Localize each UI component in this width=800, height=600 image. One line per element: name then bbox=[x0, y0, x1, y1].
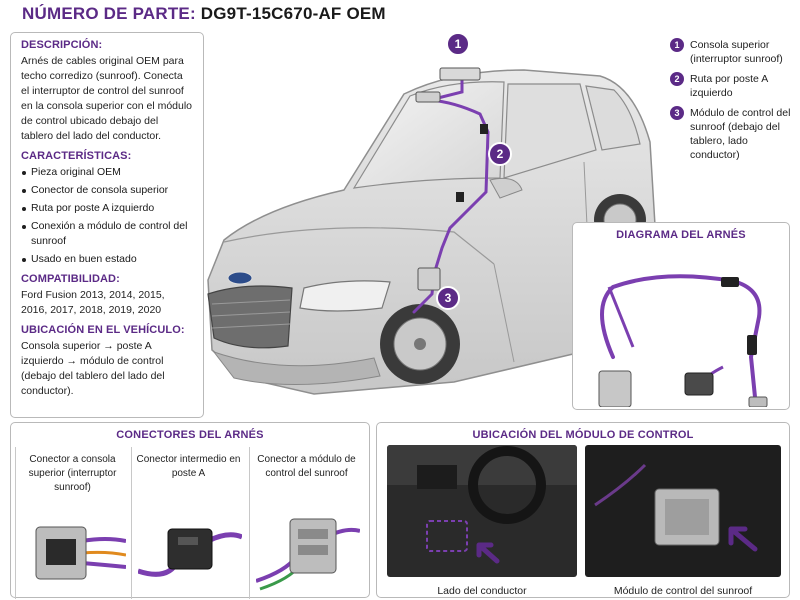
legend-item: 2 Ruta por poste A izquierdo bbox=[670, 72, 795, 100]
connector-image bbox=[35, 526, 126, 580]
car-image: 1 2 3 bbox=[207, 32, 657, 395]
svg-text:2: 2 bbox=[497, 147, 504, 161]
legend-item: 3 Módulo de control del sunroof (debajo … bbox=[670, 106, 795, 162]
vehicle-location-title: UBICACIÓN EN EL VEHÍCULO: bbox=[21, 324, 185, 336]
compatibility-text: Ford Fusion 2013, 2014, 2015, 2016, 2017… bbox=[21, 289, 165, 316]
harness-diagram-image bbox=[598, 274, 768, 407]
legend-text: Módulo de control del sunroof (debajo de… bbox=[690, 107, 791, 161]
part-number-label: NÚMERO DE PARTE: bbox=[22, 4, 196, 23]
module-location-panel: UBICACIÓN DEL MÓDULO DE CONTROL Lado del… bbox=[376, 422, 790, 598]
svg-text:1: 1 bbox=[455, 37, 462, 51]
header: NÚMERO DE PARTE: DG9T-15C670-AF OEM bbox=[0, 0, 800, 28]
number-badge: 1 bbox=[670, 38, 684, 52]
connector-image bbox=[138, 528, 242, 577]
diagram-title: DIAGRAMA DEL ARNÉS bbox=[616, 229, 746, 241]
part-number-value: DG9T-15C670-AF OEM bbox=[200, 4, 386, 23]
part-number-title: NÚMERO DE PARTE: DG9T-15C670-AF OEM bbox=[22, 4, 386, 24]
connectors-panel: CONECTORES DEL ARNÉS Conector a consola … bbox=[10, 422, 370, 599]
feature-item: Usado en buen estado bbox=[21, 252, 193, 267]
harness-diagram-panel: DIAGRAMA DEL ARNÉS bbox=[572, 222, 790, 410]
svg-text:3: 3 bbox=[445, 291, 452, 305]
number-badge: 2 bbox=[670, 72, 684, 86]
legend-text: Ruta por poste A izquierdo bbox=[690, 73, 768, 99]
vehicle-location-text: Consola superior → poste A izquierdo → m… bbox=[21, 340, 165, 397]
features-title: CARACTERÍSTICAS: bbox=[21, 150, 132, 162]
control-module-caption: Módulo de control del sunroof bbox=[613, 585, 753, 597]
connector-card: Conector a módulo de control del sunroof bbox=[249, 447, 363, 599]
feature-item: Conector de consola superior bbox=[21, 183, 193, 198]
features-list: Pieza original OEM Conector de consola s… bbox=[21, 165, 193, 267]
legend-item: 1 Consola superior (interruptor sunroof) bbox=[670, 38, 795, 66]
connector-image bbox=[256, 518, 360, 591]
legend-text: Consola superior (interruptor sunroof) bbox=[690, 39, 783, 65]
car-illustration: 1 2 3 bbox=[204, 32, 660, 418]
description-title: DESCRIPCIÓN: bbox=[21, 39, 103, 51]
connector-label: Conector intermedio en poste A bbox=[136, 454, 241, 479]
compatibility-title: COMPATIBILIDAD: bbox=[21, 273, 120, 285]
description-text: Arnés de cables original OEM para techo … bbox=[21, 55, 193, 142]
info-panel: DESCRIPCIÓN: Arnés de cables original OE… bbox=[10, 32, 204, 418]
module-location-title: UBICACIÓN DEL MÓDULO DE CONTROL bbox=[472, 429, 694, 441]
control-module-photo bbox=[585, 445, 781, 577]
feature-item: Pieza original OEM bbox=[21, 165, 193, 180]
connector-label: Conector a módulo de control del sunroof bbox=[257, 454, 356, 479]
feature-item: Ruta por poste A izquierdo bbox=[21, 201, 193, 216]
number-badge: 3 bbox=[670, 106, 684, 120]
connector-card: Conector a consola superior (interruptor… bbox=[15, 447, 129, 599]
driver-side-caption: Lado del conductor bbox=[437, 585, 527, 597]
connector-card: Conector intermedio en poste A bbox=[131, 447, 245, 599]
connector-label: Conector a consola superior (interruptor… bbox=[28, 454, 117, 493]
legend: 1 Consola superior (interruptor sunroof)… bbox=[670, 38, 795, 168]
connectors-title: CONECTORES DEL ARNÉS bbox=[116, 429, 264, 441]
feature-item: Conexión a módulo de control del sunroof bbox=[21, 219, 193, 249]
driver-side-photo bbox=[387, 445, 577, 577]
